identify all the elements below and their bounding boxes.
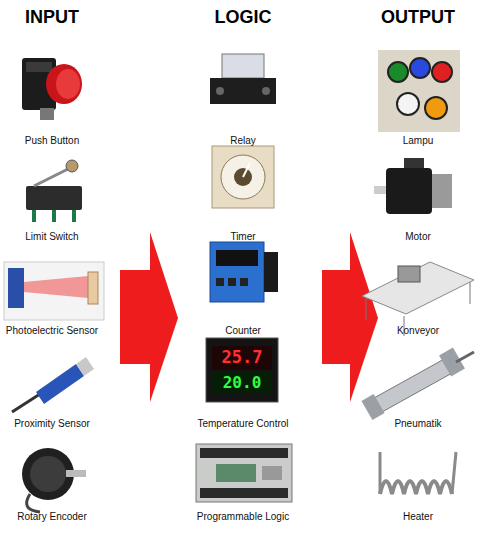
photoelectric-sensor-picture	[4, 262, 104, 320]
pneumatic-cylinder-picture	[361, 348, 474, 420]
device-name: Lampu	[403, 135, 434, 146]
device-name: Temperature Control	[197, 418, 288, 429]
relay-picture	[210, 54, 276, 104]
flow-arrow	[322, 232, 378, 402]
flow-arrow	[120, 232, 178, 402]
device-name: Push Button	[25, 135, 79, 146]
display-reading: 20.0	[223, 374, 262, 392]
column-heading: INPUT	[25, 8, 79, 28]
device-name: Rotary Encoder	[17, 511, 86, 522]
temperature-controller-picture	[206, 338, 278, 402]
device-name: Motor	[405, 231, 431, 242]
limit-switch-picture	[26, 160, 82, 222]
counter-picture	[210, 242, 278, 302]
column-heading: LOGIC	[215, 8, 272, 28]
push-button-picture	[22, 58, 82, 120]
device-name: Programmable Logic	[197, 511, 289, 522]
motor-picture	[374, 158, 452, 214]
device-name: Counter	[225, 325, 261, 336]
heater-picture	[380, 452, 456, 494]
timer-picture	[212, 146, 274, 208]
device-name: Limit Switch	[25, 231, 78, 242]
lamp-picture	[378, 50, 460, 132]
device-name: Konveyor	[397, 325, 439, 336]
plc-picture	[196, 444, 292, 502]
display-reading: 25.7	[222, 348, 263, 367]
rotary-encoder-picture	[22, 448, 86, 512]
device-name: Relay	[230, 135, 256, 146]
device-name: Photoelectric Sensor	[6, 325, 98, 336]
proximity-sensor-picture	[12, 357, 94, 412]
device-name: Heater	[403, 511, 433, 522]
column-heading: OUTPUT	[381, 8, 455, 28]
device-name: Timer	[230, 231, 255, 242]
conveyor-picture	[362, 262, 474, 336]
device-name: Pneumatik	[394, 418, 441, 429]
device-name: Proximity Sensor	[14, 418, 90, 429]
